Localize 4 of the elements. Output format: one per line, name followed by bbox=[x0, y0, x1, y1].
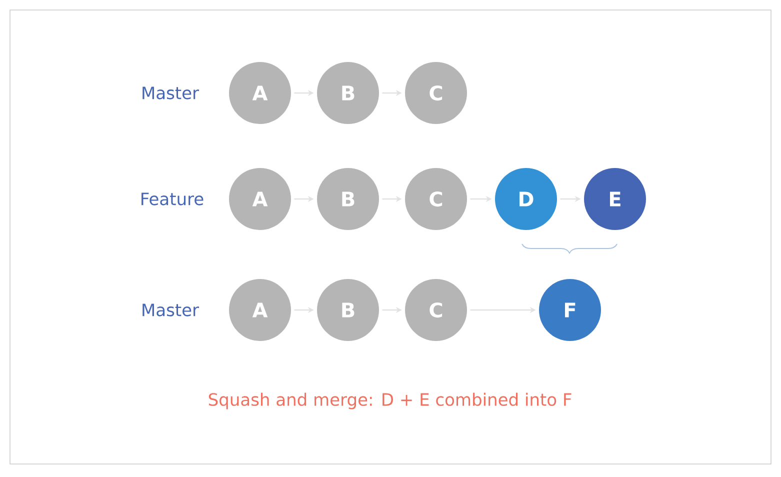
row-label: Master bbox=[142, 304, 200, 316]
row-label: Feature bbox=[142, 192, 204, 206]
row-label: Master bbox=[142, 86, 200, 100]
caption: Squash and merge: D + E combined into F bbox=[208, 392, 572, 410]
